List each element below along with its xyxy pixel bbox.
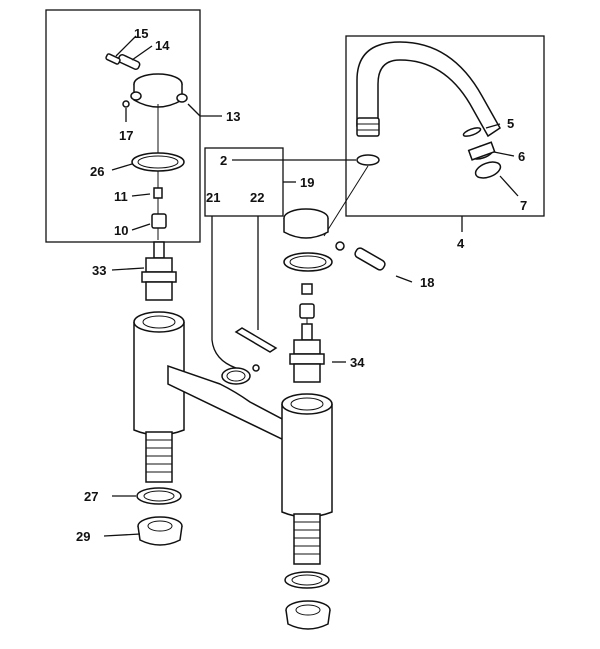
screw-11 <box>153 187 163 199</box>
washer-2 <box>356 154 380 166</box>
right-shank <box>293 513 321 565</box>
label-2: 2 <box>220 153 227 168</box>
seal-group-box <box>204 147 284 217</box>
cross-handle <box>130 73 188 108</box>
cartridge-34 <box>289 323 325 383</box>
label-15: 15 <box>134 26 148 41</box>
handle-pin-14 <box>117 53 141 71</box>
connector-18 <box>335 241 413 283</box>
label-17: 17 <box>119 128 133 143</box>
grub-screw-17 <box>122 100 130 108</box>
label-22: 22 <box>250 190 264 205</box>
seal-tool-21 <box>211 216 237 369</box>
label-14: 14 <box>155 38 170 53</box>
label-26: 26 <box>90 164 104 179</box>
handle-group-box <box>45 9 201 243</box>
label-19: 19 <box>300 175 314 190</box>
spout-group-box <box>345 35 545 217</box>
left-shank <box>145 431 173 483</box>
right-pillar <box>281 393 333 518</box>
cartridge-33 <box>141 241 177 301</box>
label-4: 4 <box>457 236 465 251</box>
leader-lines <box>103 35 519 537</box>
label-7: 7 <box>520 198 527 213</box>
spout <box>356 41 501 138</box>
left-pillar <box>133 311 185 436</box>
label-27: 27 <box>84 489 98 504</box>
cap <box>283 208 329 239</box>
aerator-7 <box>474 161 502 179</box>
bridge <box>167 364 285 442</box>
allen-key-22 <box>234 327 278 353</box>
adapter-10 <box>151 213 167 229</box>
screw-top <box>301 283 313 295</box>
label-34: 34 <box>350 355 365 370</box>
label-13: 13 <box>226 109 240 124</box>
label-21: 21 <box>206 190 220 205</box>
o-ring-5 <box>462 127 482 137</box>
aerator-housing-6 <box>467 141 496 161</box>
handle-screw-15 <box>105 53 121 65</box>
washer-right <box>284 571 330 589</box>
nut-right <box>285 600 331 630</box>
label-6: 6 <box>518 149 525 164</box>
label-5: 5 <box>507 116 514 131</box>
nut-29 <box>137 516 183 546</box>
adapter-top <box>299 303 315 319</box>
label-10: 10 <box>114 223 128 238</box>
label-18: 18 <box>420 275 434 290</box>
label-33: 33 <box>92 263 106 278</box>
label-29: 29 <box>76 529 90 544</box>
washer-27 <box>136 487 182 505</box>
label-11: 11 <box>114 189 128 204</box>
